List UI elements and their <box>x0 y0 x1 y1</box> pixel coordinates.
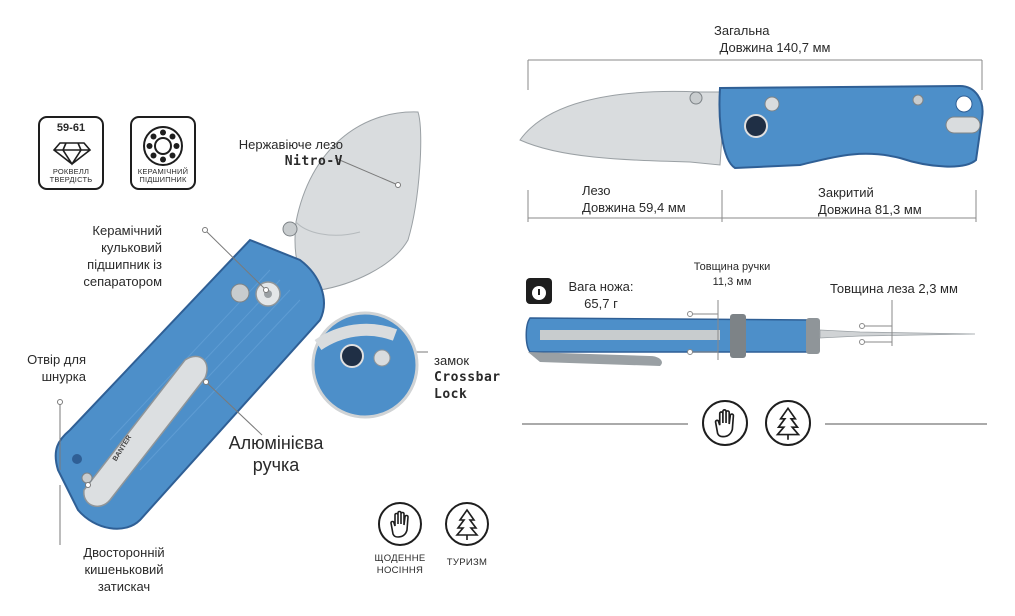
handle-thickness-title: Товщина ручки <box>693 261 771 273</box>
closed-length-title: Закритий <box>818 185 874 200</box>
bearing-icon <box>143 126 183 166</box>
clip-label-2: кишеньковий <box>84 562 164 577</box>
overall-length-label: Загальна Довжина 140,7 мм <box>690 22 860 56</box>
closed-length-value: Довжина 81,3 мм <box>818 202 922 217</box>
blade-length-value: Довжина 59,4 мм <box>582 200 686 215</box>
handle-label-2: ручка <box>252 455 300 475</box>
handle-callout: Алюмінієва ручка <box>226 432 326 476</box>
hardness-badge: 59-61 РОКВЕЛЛ ТВЕРДІСТЬ <box>38 116 104 190</box>
handle-profile <box>718 84 984 170</box>
edc-caption-2: НОСІННЯ <box>376 565 424 576</box>
tree-icon <box>445 502 489 546</box>
edc-caption-1: ЩОДЕННЕ <box>374 553 426 564</box>
bearing-caption-2: ПІДШИПНИК <box>139 175 187 184</box>
lock-name-2: Lock <box>434 387 468 402</box>
top-view-knife-image <box>525 314 976 366</box>
overall-title: Загальна <box>714 23 770 38</box>
hand-icon <box>702 400 748 446</box>
lock-word: замок <box>434 353 470 368</box>
tourism-caption: ТУРИЗМ <box>446 557 488 568</box>
scale-icon <box>526 278 552 304</box>
weight-title: Вага ножа: <box>568 279 634 294</box>
lock-name-1: Crossbar <box>434 370 501 385</box>
lanyard-label-1: Отвір для <box>27 352 86 367</box>
blade-steel-label: Nitro-V <box>284 154 343 169</box>
bearing-label-1: Керамічний <box>92 223 162 238</box>
closed-length-label: Закритий Довжина 81,3 мм <box>818 184 922 218</box>
weight-value: 65,7 г <box>584 296 618 311</box>
hardness-caption-2: ТВЕРДІСТЬ <box>49 175 93 184</box>
ceramic-bearing-badge: КЕРАМІЧНИЙ ПІДШИПНИК <box>130 116 196 190</box>
handle-label-1: Алюмінієва <box>228 433 324 453</box>
bearing-label-2: кульковий <box>101 240 162 255</box>
clip-label-1: Двосторонній <box>83 545 165 560</box>
open-knife-image <box>54 111 422 530</box>
dimension-lines <box>527 59 983 222</box>
bearing-callout: Керамічний кульковий підшипник із сепара… <box>83 222 162 290</box>
clip-label-3: затискач <box>97 579 151 594</box>
clip-callout: Двосторонній кишеньковий затискач <box>74 544 174 595</box>
blade-label: Нержавіюче лезо <box>238 137 343 152</box>
lock-detail-image <box>311 311 419 419</box>
blade-length-label: Лезо Довжина 59,4 мм <box>582 182 686 216</box>
blade-callout: Нержавіюче лезо Nitro-V <box>239 136 343 170</box>
handle-thickness-value: 11,3 мм <box>712 276 752 288</box>
tree-icon <box>765 400 811 446</box>
bearing-label-4: сепаратором <box>83 274 162 289</box>
blade-length-title: Лезо <box>582 183 611 198</box>
bearing-caption-1: КЕРАМІЧНИЙ <box>137 167 189 176</box>
weight-label: Вага ножа: 65,7 г <box>560 278 642 312</box>
blade-thickness-label: Товщина леза 2,3 мм <box>830 281 958 296</box>
lanyard-callout: Отвір для шнурка <box>27 351 86 385</box>
overall-value: Довжина 140,7 мм <box>719 40 831 55</box>
lock-callout: замок Crossbar Lock <box>434 352 501 403</box>
pocket-clip-shape <box>83 355 208 508</box>
hardness-value: 59-61 <box>56 122 86 134</box>
edc-caption: ЩОДЕННЕ НОСІННЯ <box>370 553 430 577</box>
hardness-caption-1: РОКВЕЛЛ <box>52 167 90 176</box>
hand-icon <box>378 502 422 546</box>
bearing-label-3: підшипник із <box>87 257 162 272</box>
lanyard-label-2: шнурка <box>41 369 86 384</box>
thickness-lines <box>687 300 893 360</box>
handle-thickness-label: Товщина ручки 11,3 мм <box>672 260 792 290</box>
diamond-icon <box>52 142 92 166</box>
closed-knife-image <box>519 84 984 170</box>
